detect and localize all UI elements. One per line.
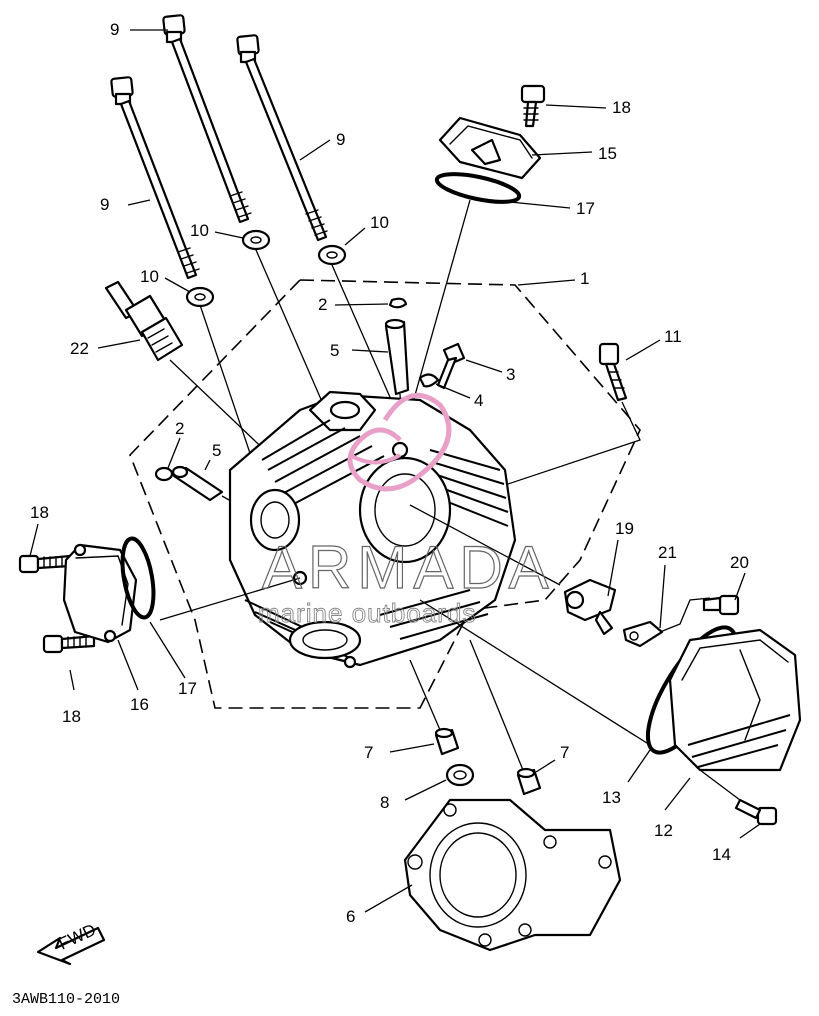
callout-2: 2 (318, 295, 327, 314)
callout-9: 9 (110, 20, 119, 39)
callout-14: 14 (712, 845, 731, 864)
side-cover-right (668, 628, 802, 772)
tensioner-bracket (563, 578, 617, 636)
callout-9: 9 (336, 130, 345, 149)
spark-plug (104, 280, 184, 362)
watermark-tagline: marine outboards (258, 598, 476, 628)
callout-1: 1 (580, 269, 589, 288)
watermark-brand: ARMADA (262, 534, 555, 601)
o-ring-left (120, 536, 156, 620)
valve-guide-upper (384, 318, 410, 396)
callout-12: 12 (654, 821, 673, 840)
plate-link (622, 620, 664, 648)
watermark-logo-icon (347, 393, 452, 492)
stud-bolt-top (162, 14, 252, 224)
dowel-pin-right (516, 767, 542, 796)
callout-19: 19 (615, 519, 634, 538)
cylinder-head-gasket (403, 798, 622, 952)
stud-bolt-right (236, 34, 328, 242)
clip-small (418, 373, 440, 388)
side-cover-left (62, 543, 138, 644)
bolt-left-upper (18, 554, 72, 574)
dowel-pin-left (434, 727, 460, 756)
callout-10: 10 (190, 221, 209, 240)
callout-10: 10 (370, 213, 389, 232)
valve-clip-upper (388, 297, 408, 309)
callout-3: 3 (506, 365, 515, 384)
callout-5: 5 (212, 441, 221, 460)
callout-15: 15 (598, 144, 617, 163)
callout-20: 20 (730, 553, 749, 572)
callout-5: 5 (330, 341, 339, 360)
washer-right (317, 244, 347, 266)
washer-middle (241, 229, 271, 251)
forward-direction-arrow: FWD (36, 920, 106, 966)
valve-guide-lower (171, 465, 224, 502)
bolt-right-small (702, 594, 740, 616)
callout-17: 17 (178, 679, 197, 698)
stud-bolt-left (110, 76, 200, 280)
tappet-cover-top (438, 116, 542, 180)
callout-21: 21 (658, 543, 677, 562)
callout-18: 18 (62, 707, 81, 726)
washer-left (185, 286, 215, 308)
callout-11: 11 (664, 327, 682, 346)
callout-18: 18 (30, 503, 49, 522)
callout-9: 9 (100, 195, 109, 214)
diagram-code: 3AWB110-2010 (12, 991, 120, 1008)
callout-13: 13 (602, 788, 621, 807)
callout-6: 6 (346, 907, 355, 926)
washer-lower (445, 763, 475, 787)
bolt-right-lower (734, 798, 778, 826)
callout-7: 7 (364, 743, 373, 762)
callout-10: 10 (140, 267, 159, 286)
cap-bolt-top (520, 84, 546, 128)
callout-18: 18 (612, 98, 631, 117)
callout-16: 16 (130, 695, 149, 714)
bolt-small (436, 342, 466, 390)
callout-8: 8 (380, 793, 389, 812)
cylinder-head (228, 390, 517, 669)
bolt-left-lower (42, 634, 96, 654)
o-ring-top (434, 172, 522, 204)
callout-22: 22 (70, 339, 89, 358)
watermark: ARMADA marine outboards (258, 393, 555, 628)
socket-bolt-right (598, 342, 628, 402)
callout-4: 4 (474, 391, 483, 410)
callout-17: 17 (576, 199, 595, 218)
callout-2: 2 (175, 419, 184, 438)
valve-clip-lower (154, 466, 174, 482)
callout-7: 7 (560, 743, 569, 762)
